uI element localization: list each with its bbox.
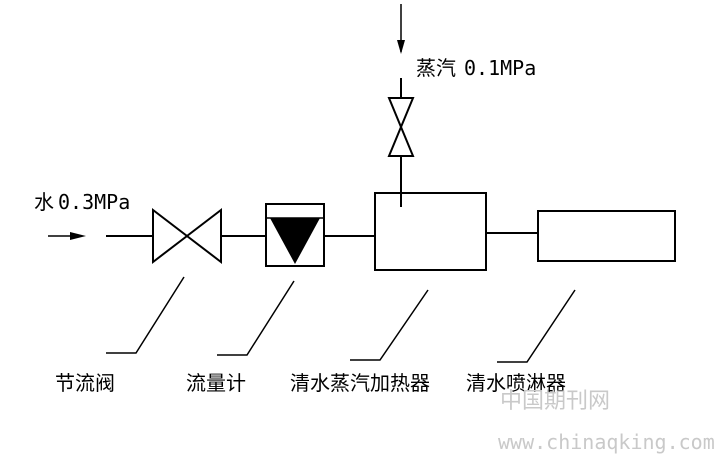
- label-throttle-valve: 节流阀: [55, 371, 115, 395]
- heater-box: [374, 192, 487, 271]
- steam-valve-bottom-triangle: [387, 124, 415, 157]
- label-sprayer: 清水喷淋器: [466, 371, 566, 395]
- throttle-valve: [152, 207, 222, 265]
- steam-valve-top-triangle: [387, 97, 415, 130]
- water-inlet-arrow-icon: [70, 232, 86, 240]
- throttle-valve-left-triangle: [152, 207, 189, 265]
- label-flow-meter: 流量计: [186, 371, 246, 395]
- throttle-valve-right-triangle: [185, 207, 222, 265]
- steam-valve: [387, 97, 415, 157]
- watermark-url: www.chinaqking.com: [498, 430, 715, 454]
- sprayer-box: [537, 210, 676, 262]
- leader-flow-meter: [217, 280, 295, 356]
- leader-sprayer: [497, 289, 576, 363]
- flow-meter-float-icon: [270, 218, 320, 264]
- leader-heater: [350, 289, 429, 361]
- leader-throttle-valve: [106, 276, 185, 354]
- steam-inlet-arrow-icon: [397, 40, 405, 54]
- label-heater: 清水蒸汽加热器: [290, 371, 430, 395]
- flow-meter: [265, 203, 325, 267]
- leader-lines: [106, 276, 576, 363]
- watermark-cn: 中国期刊网: [500, 389, 610, 414]
